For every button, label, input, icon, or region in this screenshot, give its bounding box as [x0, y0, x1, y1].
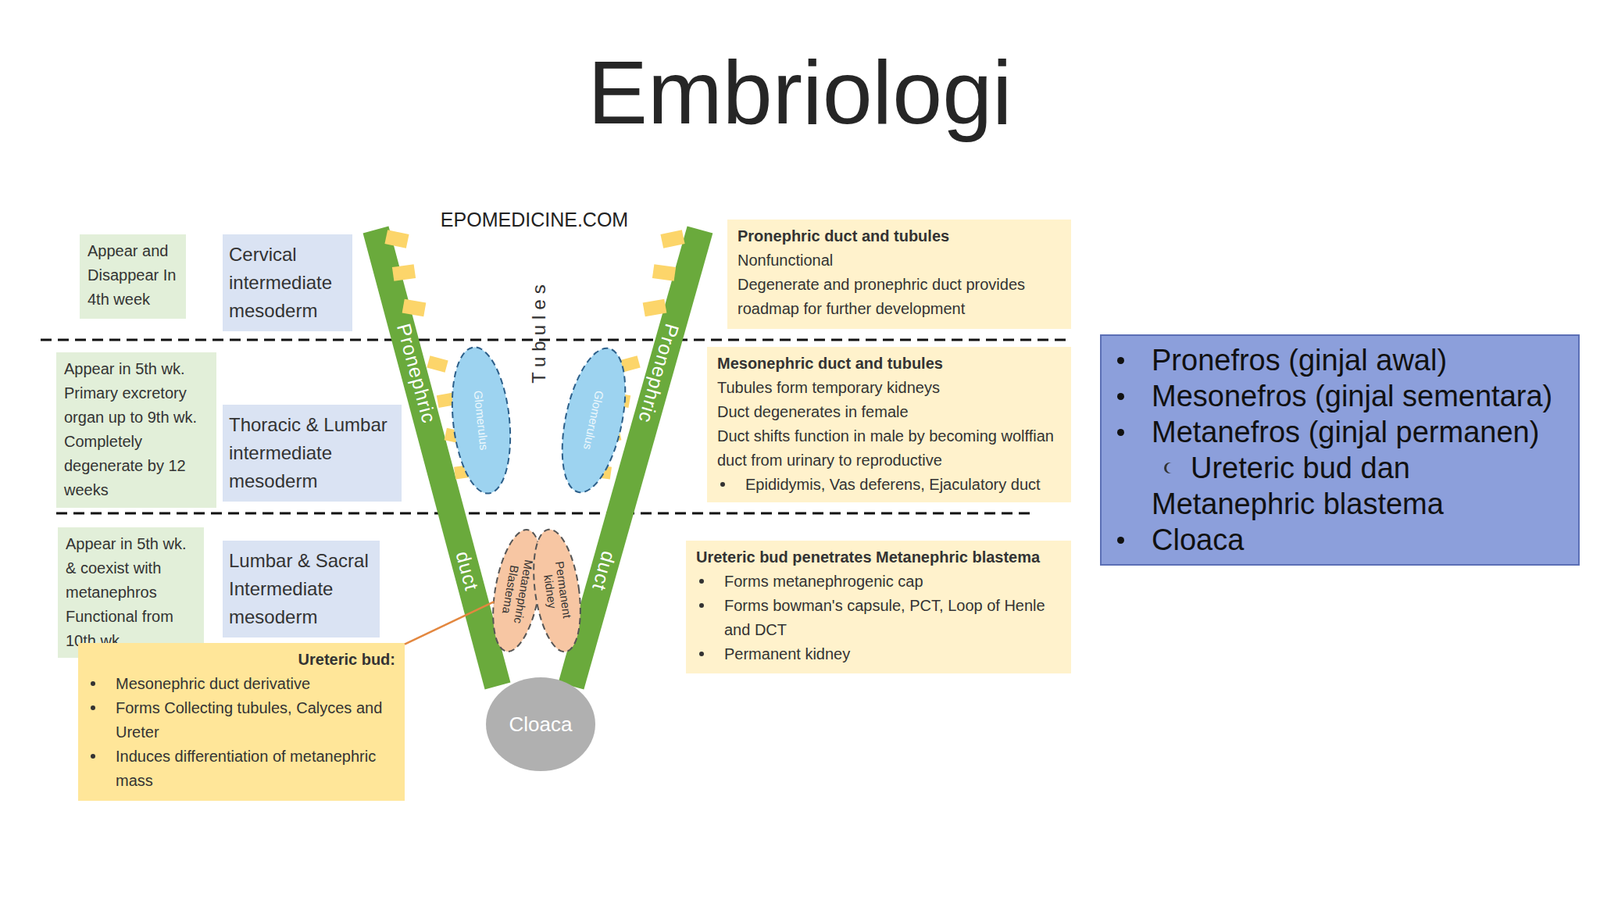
list-item: Forms Collecting tubules, Calyces and Ur…: [87, 696, 396, 745]
tubule-shape: [660, 229, 685, 248]
tubule-shape: [392, 264, 416, 282]
description-box: Pronephric duct and tubulesNonfunctional…: [727, 219, 1072, 329]
glomerulus-ellipse: Glomerulus: [451, 345, 511, 496]
tubule-shape: [652, 264, 676, 282]
box-text: Tubules form temporary kidneys: [717, 375, 1061, 400]
cloaca-circle: Cloaca: [484, 675, 597, 773]
box-text: Duct degenerates in female: [717, 400, 1061, 425]
list-item: Forms metanephrogenic cap: [696, 569, 1061, 594]
timing-box: Appear in 5th wk. & coexist with metanep…: [57, 527, 204, 658]
bullet-dot: [90, 753, 96, 759]
list-item: Forms bowman's capsule, PCT, Loop of Hen…: [696, 593, 1061, 643]
watermark: EPOMEDICINE.COM: [440, 208, 629, 232]
box-heading: Ureteric bud penetrates Metanephric blas…: [696, 545, 1061, 570]
box-text: Degenerate and pronephric duct provides …: [737, 272, 1061, 322]
list-item: Cloaca: [1101, 521, 1569, 558]
divider-line: [40, 339, 1072, 342]
box-text: Appear in 5th wk. Primary excretory orga…: [64, 357, 209, 503]
timing-box: Appear in 5th wk. Primary excretory orga…: [56, 352, 217, 508]
mesoderm-box: Thoracic & Lumbar intermediate mesoderm: [222, 404, 402, 502]
bullet-dot: [90, 705, 96, 711]
list-item: Permanent kidney: [696, 642, 1061, 667]
box-text: Lumbar & Sacral Intermediate mesoderm: [228, 546, 374, 632]
ellipse-shape: [445, 344, 517, 497]
tubule-shape: [402, 299, 427, 318]
list-item: Ureteric bud dan Metanephric blastema: [1101, 450, 1569, 522]
ellipse-shape: [550, 342, 637, 499]
bullet-dot: [699, 578, 704, 584]
glomerulus-ellipse: Glomerulus: [564, 345, 624, 496]
bullet-dot: [1117, 357, 1125, 365]
box-text: Cervical intermediate mesoderm: [228, 240, 347, 325]
description-box: Ureteric bud penetrates Metanephric blas…: [685, 540, 1072, 674]
divider-line: [56, 512, 1036, 515]
ellipse-shape: [485, 677, 596, 772]
list-item: Metanefros (ginjal permanen): [1101, 414, 1569, 450]
ellipse-shape: [526, 526, 587, 655]
mesoderm-box: Lumbar & Sacral Intermediate mesoderm: [222, 540, 380, 638]
bullet-dot: [1117, 428, 1125, 436]
duct-label: duct: [587, 548, 621, 593]
tubule-shape: [426, 355, 448, 373]
tubules-label: Tubules: [528, 278, 550, 384]
box-text: Appear and Disappear In 4th week: [87, 239, 179, 312]
list-item: Induces differentiation of metanephric m…: [87, 744, 396, 793]
sub-bullet-symbol: [1164, 462, 1175, 474]
bullet-dot: [720, 482, 725, 487]
list-item: Mesonefros (ginjal sementara): [1101, 378, 1569, 415]
tubule-shape: [384, 229, 409, 248]
page-title: Embriologi: [0, 41, 1600, 143]
duct-label: Pronephric: [633, 321, 684, 426]
box-heading: Ureteric bud:: [87, 647, 396, 672]
box-heading: Pronephric duct and tubules: [737, 224, 1061, 249]
bullet-dot: [699, 651, 704, 657]
bullet-dot: [1117, 392, 1125, 400]
bullet-dot: [1117, 536, 1125, 544]
kidney-ellipse: Permanent kidney: [533, 527, 581, 654]
bullet-dot: [699, 603, 704, 608]
kidney-ellipse: Metanephric Blastema: [493, 527, 541, 654]
timing-box: Appear and Disappear In 4th week: [79, 234, 186, 319]
bullet-dot: [90, 681, 96, 686]
box-heading: Mesonephric duct and tubules: [717, 351, 1061, 376]
box-text: Duct shifts function in male by becoming…: [717, 424, 1061, 473]
leader-connector: [404, 601, 494, 644]
list-item: Epididymis, Vas deferens, Ejaculatory du…: [717, 472, 1061, 497]
box-text: Nonfunctional: [737, 248, 1061, 273]
list-item: Mesonephric duct derivative: [87, 671, 396, 697]
summary-box: Pronefros (ginjal awal)Mesonefros (ginja…: [1100, 334, 1580, 566]
box-text: Thoracic & Lumbar intermediate mesoderm: [228, 410, 396, 496]
shape-label: Cloaca: [485, 712, 596, 736]
mesoderm-box: Cervical intermediate mesoderm: [222, 234, 353, 332]
tubule-shape: [642, 299, 668, 318]
list-item: Pronefros (ginjal awal): [1101, 342, 1569, 379]
duct-label: duct: [450, 548, 483, 593]
ureteric-bud-box: Ureteric bud:Mesonephric duct derivative…: [78, 642, 405, 801]
box-text: Appear in 5th wk. & coexist with metanep…: [65, 532, 197, 654]
description-box: Mesonephric duct and tubulesTubules form…: [707, 346, 1072, 503]
